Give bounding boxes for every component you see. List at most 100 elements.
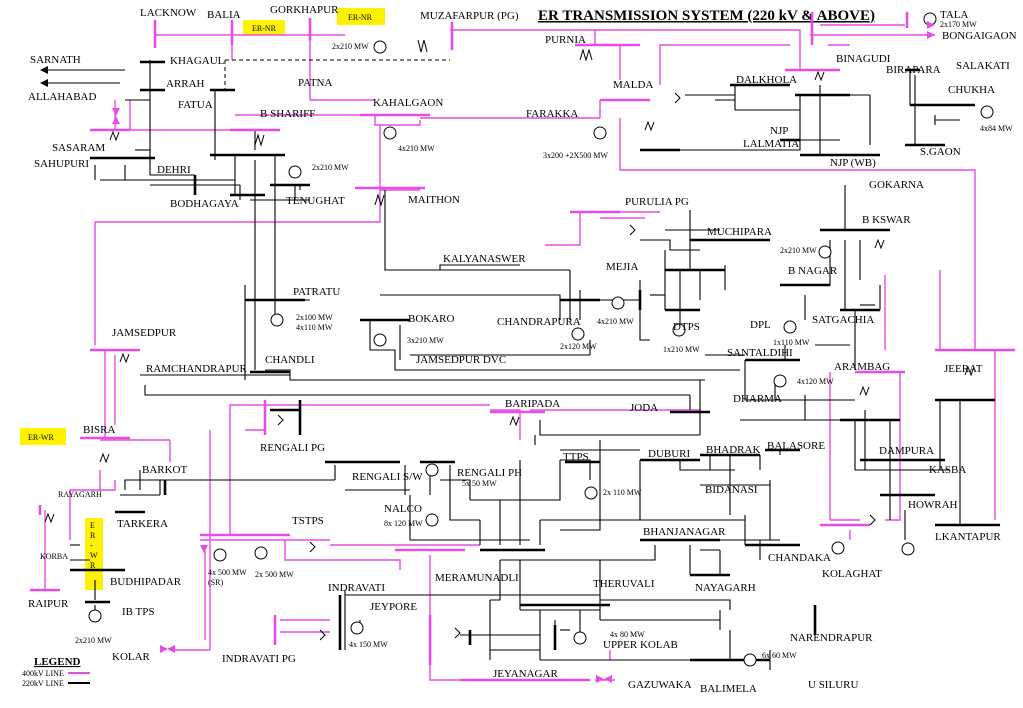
- label-rengali-pg: RENGALI PG: [260, 442, 325, 454]
- label-maithon: MAITHON: [408, 194, 460, 206]
- er-wr-vertical-label: E: [90, 521, 95, 530]
- label-jeyanagar: JEYANAGAR: [493, 668, 558, 680]
- label-jeerat: JEERAT: [944, 363, 983, 375]
- label-fatua: FATUA: [178, 99, 213, 111]
- label-bidanasi: BIDANASI: [705, 484, 758, 496]
- label-dalkhola: DALKHOLA: [736, 74, 797, 86]
- label-dehri: DEHRI: [157, 164, 191, 176]
- label-bongaigaon: BONGAIGAON: [942, 30, 1017, 42]
- legend-220kv-label: 220kV LINE: [22, 679, 64, 688]
- label-tarkera: TARKERA: [117, 518, 168, 530]
- substation-labels: LACKNOW BALIA GORKHAPUR MUZAFARPUR (PG) …: [28, 4, 1017, 695]
- label-salakati: SALAKATI: [956, 60, 1010, 72]
- label-nalco: NALCO: [384, 503, 422, 515]
- er-nr-box-1: [243, 20, 285, 35]
- er-nr-label-2: ER-NR: [348, 13, 373, 22]
- label-patratu: PATRATU: [293, 286, 340, 298]
- label-khagaul: KHAGAUL: [170, 55, 225, 67]
- label-dpl: DPL: [750, 319, 771, 331]
- legend: LEGEND 400kV LINE 220kV LINE: [22, 656, 90, 688]
- transformer-symbols: [44, 39, 975, 641]
- label-sasaram: SASARAM: [52, 142, 105, 154]
- label-b-kswar: B KSWAR: [862, 214, 911, 226]
- label-ramchandrapur: RAMCHANDRAPUR: [146, 363, 248, 375]
- label-u-siluru: U SILURU: [808, 679, 858, 691]
- label-ttps: TTPS: [563, 451, 589, 463]
- label-jamsedpur-dvc: JAMSEDPUR DVC: [416, 354, 506, 366]
- label-s-gaon: S.GAON: [920, 146, 961, 158]
- rating-kahalgaon: 4x210 MW: [398, 144, 435, 153]
- label-gazuwaka: GAZUWAKA: [628, 679, 692, 691]
- label-kalyanaswer: KALYANASWER: [443, 253, 526, 265]
- label-jamsedpur: JAMSEDPUR: [112, 327, 177, 339]
- label-muzafarpur: MUZAFARPUR (PG): [420, 10, 519, 22]
- label-indravati: INDRAVATI: [328, 582, 385, 594]
- label-raipur: RAIPUR: [28, 598, 69, 610]
- label-duburi: DUBURI: [648, 448, 691, 460]
- label-barkot: BARKOT: [142, 464, 188, 476]
- label-nayagarh: NAYAGARH: [695, 582, 756, 594]
- generation-ratings: 2x210 MW 2x170 MW 4x84 MW 4x210 MW 3x200…: [75, 20, 1013, 660]
- rating-tala: 2x170 MW: [940, 20, 977, 29]
- label-balia: BALIA: [207, 9, 241, 21]
- rating-farakka: 3x200 +2X500 MW: [543, 151, 608, 160]
- label-tala: TALA: [940, 9, 969, 21]
- rating-tstps-1: 4x 500 MW: [208, 568, 247, 577]
- label-purnia: PURNIA: [545, 34, 586, 46]
- er-nr-box-2: [337, 8, 385, 25]
- label-kolaghat: KOLAGHAT: [822, 568, 882, 580]
- label-tstps: TSTPS: [292, 515, 324, 527]
- label-korba: KORBA: [40, 552, 68, 561]
- label-narendrapur: NARENDRAPUR: [790, 632, 873, 644]
- legend-400kv-label: 400kV LINE: [22, 669, 64, 678]
- label-santaldihi: SANTALDIHI: [727, 347, 793, 359]
- label-b-shariff: B SHARIFF: [260, 108, 315, 120]
- label-budhipadar: BUDHIPADAR: [110, 576, 182, 588]
- er-nr-label-1: ER-NR: [252, 24, 277, 33]
- label-kolar: KOLAR: [112, 651, 151, 663]
- label-howrah: HOWRAH: [908, 499, 958, 511]
- label-dharma: DHARMA: [733, 393, 782, 405]
- label-b-nagar: B NAGAR: [788, 265, 838, 277]
- rating-tstps-sr: (SR): [208, 578, 223, 587]
- label-mejia: MEJIA: [606, 261, 638, 273]
- label-malda: MALDA: [613, 79, 653, 91]
- label-bhadrak: BHADRAK: [706, 444, 760, 456]
- label-rengali-ph: RENGALI PH: [457, 467, 522, 479]
- rating-muzafarpur: 2x210 MW: [332, 42, 369, 51]
- label-ib-tps: IB TPS: [122, 606, 155, 618]
- rating-tstps-2: 2x 500 MW: [255, 570, 294, 579]
- rating-upper-kolab: 4x 80 MW: [610, 630, 645, 639]
- rating-bokaro: 3x210 MW: [407, 336, 444, 345]
- label-njp: NJP: [770, 125, 788, 137]
- er-wr-vertical-label: R: [90, 561, 96, 570]
- label-chukha: CHUKHA: [948, 84, 995, 96]
- rating-ib-tps: 2x210 MW: [75, 636, 112, 645]
- label-jeypore: JEYPORE: [370, 601, 417, 613]
- label-bokaro: BOKARO: [408, 313, 455, 325]
- rating-rengali-ph: 5x 50 MW: [462, 479, 497, 488]
- er-wr-vertical-label: W: [90, 551, 98, 560]
- rating-ttps: 2x 110 MW: [603, 488, 642, 497]
- label-balasore: BALASORE: [767, 440, 825, 452]
- label-njp-wb: NJP (WB): [830, 157, 876, 169]
- rating-nalco: 8x 120 MW: [384, 519, 423, 528]
- lines-220kv: [70, 59, 961, 670]
- label-farakka: FARAKKA: [526, 108, 578, 120]
- label-lalmatia: LALMATIA: [743, 138, 799, 150]
- rating-patratu-2: 4x110 MW: [296, 323, 333, 332]
- label-indravati-pg: INDRAVATI PG: [222, 653, 296, 665]
- label-theruvali: THERUVALI: [593, 578, 655, 590]
- er-wr-vertical-label: -: [90, 541, 93, 550]
- rating-indravati: 4x 150 MW: [349, 640, 388, 649]
- label-kasba: KASBA: [929, 464, 966, 476]
- tie-arrows: [40, 21, 935, 683]
- rating-patratu-1: 2x100 MW: [296, 313, 333, 322]
- label-dampura: DAMPURA: [879, 445, 934, 457]
- label-patna: PATNA: [298, 77, 332, 89]
- label-bodhagaya: BODHAGAYA: [170, 198, 239, 210]
- generators: [88, 12, 994, 667]
- rating-chukha: 4x84 MW: [980, 124, 1013, 133]
- er-wr-vertical-label: R: [90, 531, 96, 540]
